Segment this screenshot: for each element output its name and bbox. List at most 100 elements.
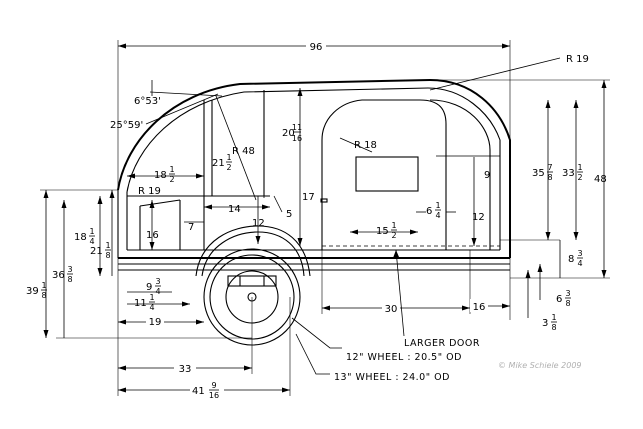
svg-text:9: 9 xyxy=(146,282,152,293)
label-overall-length: 96 xyxy=(310,42,323,53)
label-d36: 36 3 8 xyxy=(52,265,73,284)
label-d9: 9 3 4 xyxy=(146,277,161,296)
label-d33: 33 1 2 xyxy=(562,163,583,182)
svg-text:39: 39 xyxy=(26,286,39,297)
label-angle-top: 6°53' xyxy=(134,96,161,107)
label-r19-front: R 19 xyxy=(138,186,161,197)
svg-text:1: 1 xyxy=(226,153,231,162)
window xyxy=(355,156,419,192)
label-wheel12: 12" WHEEL : 20.5" OD xyxy=(346,352,462,363)
r19-leader xyxy=(429,57,561,91)
label-d15: 15 1 2 xyxy=(376,221,397,240)
label-d19: 19 xyxy=(149,317,162,328)
dimension-lines xyxy=(43,43,607,393)
label-d20: 20 11 16 xyxy=(282,123,302,143)
svg-text:6: 6 xyxy=(556,294,562,305)
door-handle xyxy=(320,198,328,203)
r48-leader xyxy=(215,95,257,201)
r18-leader xyxy=(339,137,373,153)
label-d16: 16 xyxy=(146,230,159,241)
label-d35: 35 7 8 xyxy=(532,163,553,182)
svg-text:2: 2 xyxy=(169,175,174,184)
label-d30: 30 xyxy=(385,304,398,315)
svg-text:3: 3 xyxy=(67,265,72,274)
svg-text:8: 8 xyxy=(551,323,556,332)
svg-text:4: 4 xyxy=(577,259,582,268)
svg-text:4: 4 xyxy=(155,287,160,296)
door-leader xyxy=(395,249,405,337)
svg-text:1: 1 xyxy=(551,313,556,322)
svg-text:11: 11 xyxy=(292,123,302,132)
svg-text:3: 3 xyxy=(155,277,160,286)
svg-text:1: 1 xyxy=(577,163,582,172)
svg-text:1: 1 xyxy=(435,201,440,210)
label-r18: R 18 xyxy=(354,140,377,151)
label-d39: 39 1 8 xyxy=(26,281,47,300)
label-d41: 41 9 16 xyxy=(190,380,224,402)
label-larger-door: LARGER DOOR xyxy=(404,338,480,349)
svg-text:16: 16 xyxy=(292,134,302,143)
label-d18q: 18 1 4 xyxy=(74,227,95,246)
svg-text:3: 3 xyxy=(542,318,548,329)
wheel12-leader xyxy=(291,317,342,349)
svg-text:18: 18 xyxy=(74,232,87,243)
svg-text:8: 8 xyxy=(547,173,552,182)
svg-text:3: 3 xyxy=(565,289,570,298)
label-d21e: 21 1 8 xyxy=(90,241,111,260)
label-d6e: 6 3 8 xyxy=(556,289,571,308)
svg-text:2: 2 xyxy=(577,173,582,182)
svg-text:15: 15 xyxy=(376,226,389,237)
svg-text:2: 2 xyxy=(226,163,231,172)
label-d8: 8 3 4 xyxy=(568,249,583,268)
label-wheel13: 13" WHEEL : 24.0" OD xyxy=(334,372,450,383)
svg-text:35: 35 xyxy=(532,168,545,179)
label-d12b: 12 xyxy=(472,212,485,223)
svg-text:11: 11 xyxy=(134,298,147,309)
body-inner-roof xyxy=(126,87,501,250)
svg-text:36: 36 xyxy=(52,270,65,281)
label-r19-top: R 19 xyxy=(566,54,589,65)
svg-text:21: 21 xyxy=(212,158,225,169)
svg-text:21: 21 xyxy=(90,246,103,257)
svg-text:20: 20 xyxy=(282,128,295,139)
label-d7: 7 xyxy=(188,222,194,233)
svg-text:8: 8 xyxy=(568,254,574,265)
svg-text:9: 9 xyxy=(211,381,216,390)
svg-text:41: 41 xyxy=(192,386,205,397)
front-panel-top xyxy=(139,199,181,207)
svg-text:1: 1 xyxy=(391,221,396,230)
label-d16b: 16 xyxy=(473,302,486,313)
copyright-notice: © Mike Schiele 2009 xyxy=(498,361,582,370)
extension-lines xyxy=(40,40,610,396)
angle-ray-3 xyxy=(145,93,219,125)
svg-text:2: 2 xyxy=(391,231,396,240)
label-r48: R 48 xyxy=(232,146,255,157)
dimension-labels: 96 R 19 6°53' 25°59' R 48 R 18 R 19 20 1… xyxy=(26,39,607,402)
rear-hatch-curve xyxy=(429,99,491,250)
svg-text:6: 6 xyxy=(426,206,432,217)
label-d12a: 12 xyxy=(252,218,265,229)
svg-text:8: 8 xyxy=(105,251,110,260)
label-d48: 48 xyxy=(594,174,607,185)
body-outline-roof xyxy=(117,78,511,258)
label-d14: 14 xyxy=(228,204,241,215)
door-outline xyxy=(321,99,447,250)
svg-text:16: 16 xyxy=(209,391,219,400)
label-d33b: 33 xyxy=(179,364,192,375)
svg-text:18: 18 xyxy=(154,170,167,181)
svg-text:33: 33 xyxy=(562,168,575,179)
dim-5-leader xyxy=(273,195,283,213)
svg-text:8: 8 xyxy=(67,275,72,284)
label-d18: 18 1 2 xyxy=(154,165,175,184)
svg-text:3: 3 xyxy=(577,249,582,258)
label-d11: 11 1 4 xyxy=(134,293,155,312)
wheel13-leader xyxy=(295,333,330,375)
svg-text:4: 4 xyxy=(89,237,94,246)
trailer-body xyxy=(117,78,511,271)
svg-text:1: 1 xyxy=(149,293,154,302)
svg-text:4: 4 xyxy=(149,303,154,312)
axle-plate xyxy=(227,275,277,287)
label-d5: 5 xyxy=(286,209,292,220)
